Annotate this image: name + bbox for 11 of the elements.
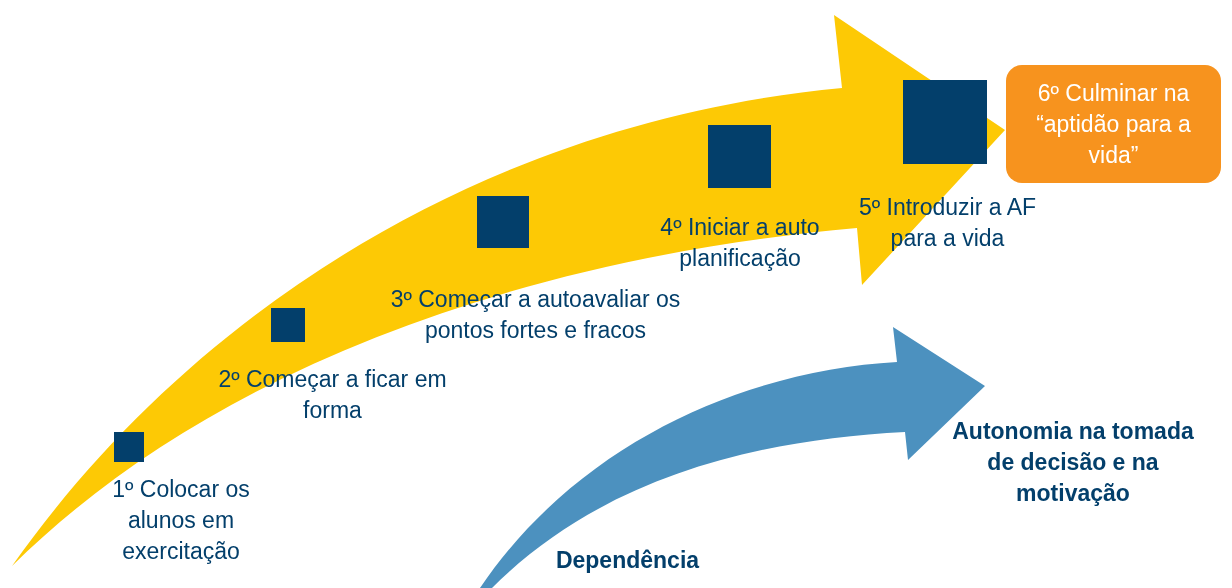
stage-label: Autonomia na tomada de decisão e na motivação — [951, 417, 1195, 508]
step-label: 4º Iniciar a auto planificação — [659, 213, 821, 273]
box-text: 6º Culminar na “aptidão para a vida” — [1035, 78, 1192, 170]
result-box — [1006, 65, 1221, 183]
stage-label: Dependência — [554, 546, 701, 575]
step-square — [903, 80, 987, 164]
step-square — [271, 308, 305, 342]
step-square — [114, 432, 144, 462]
step-square — [477, 196, 529, 248]
step-label: 1º Colocar os alunos em exercitação — [111, 475, 251, 566]
step-square — [708, 125, 771, 188]
